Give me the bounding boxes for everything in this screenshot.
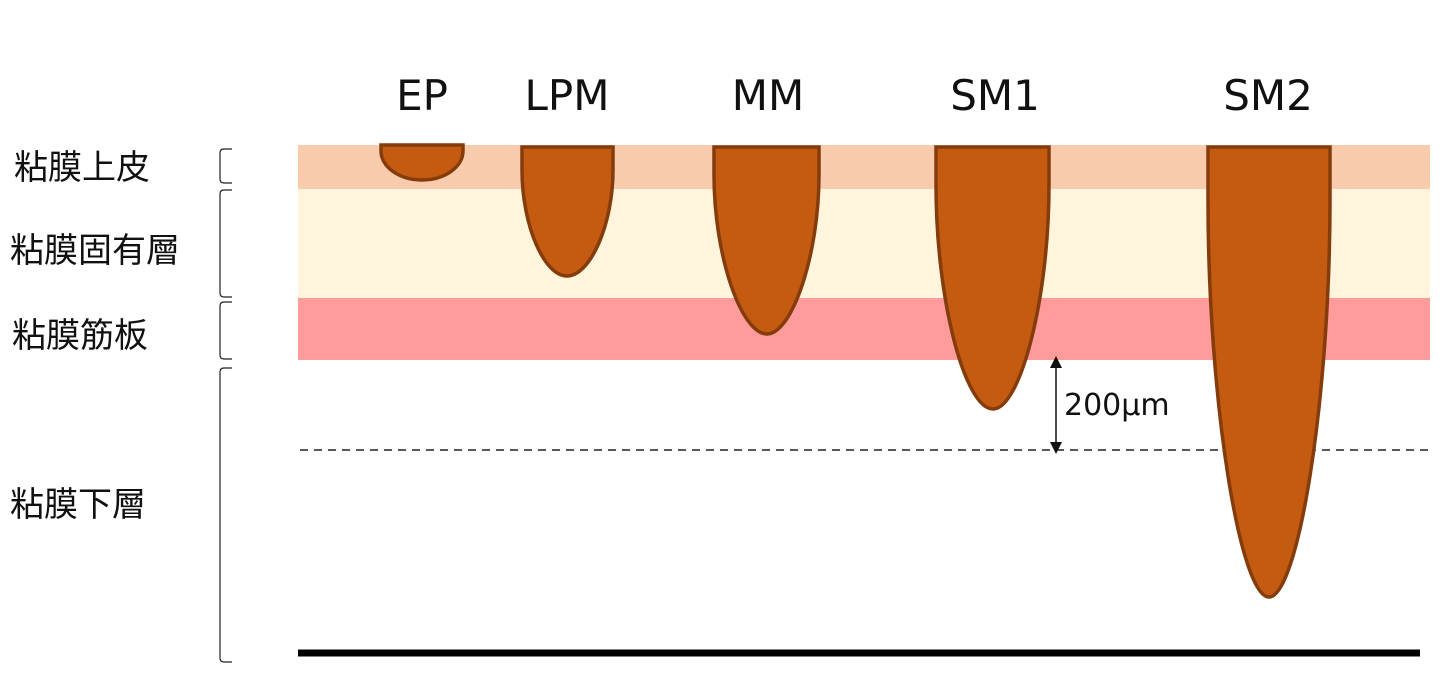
tumor-label-sm1: SM1	[950, 71, 1040, 120]
tumor-label-mm: MM	[732, 71, 804, 120]
layer-label-epithelium: 粘膜上皮	[14, 148, 150, 188]
tumor-lpm	[520, 145, 615, 278]
bracket-epithelium	[219, 148, 232, 184]
tumor-label-ep: EP	[396, 71, 448, 120]
tumor-mm	[712, 145, 821, 336]
layer-label-lamina-propria: 粘膜固有層	[10, 231, 180, 271]
measurement-label: 200μm	[1064, 388, 1170, 423]
tumor-ep	[379, 143, 465, 182]
tumor-label-sm2: SM2	[1223, 71, 1313, 120]
tumor-sm2	[1206, 145, 1332, 599]
tumor-sm1	[934, 145, 1051, 411]
tumor-label-lpm: LPM	[525, 71, 610, 120]
bracket-submucosa	[219, 367, 232, 663]
bracket-muscularis-mucosae	[219, 301, 232, 360]
layer-label-submucosa: 粘膜下層	[10, 485, 146, 525]
bracket-lamina-propria	[219, 189, 232, 298]
layer-label-muscularis-mucosae: 粘膜筋板	[12, 316, 148, 356]
